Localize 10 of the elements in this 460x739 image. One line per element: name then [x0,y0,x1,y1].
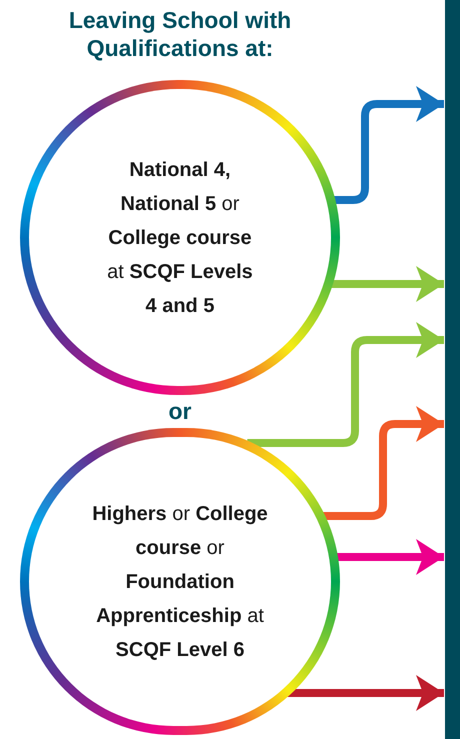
title: Leaving School with Qualifications at: [68,6,292,62]
arrow [321,406,444,520]
qualification-text: Highers or College course or Foundation Apprenticeship at SCQF Level 6 [91,502,269,662]
qualification-text: National 4, National 5 or College course at SCQF Levels 4 and 5 [106,158,254,318]
or-text: or [168,397,192,425]
arrow [332,86,444,204]
arrow [329,266,444,302]
arrow [287,675,444,711]
side-bar [445,0,460,739]
arrow [247,322,444,447]
